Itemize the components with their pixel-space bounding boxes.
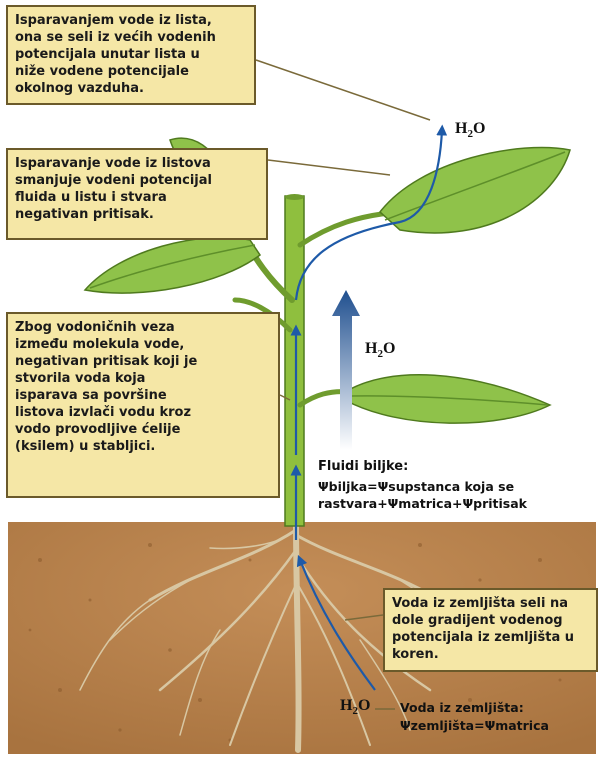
callout-hydrogen-bonds: Zbog vodoničnih veza između molekula vod… (6, 312, 280, 498)
callout-leaf-evaporation: Isparavanjem vode iz lista, ona se seli … (6, 5, 256, 105)
upper-left-leaf (85, 237, 260, 293)
h2o-label-soil: H2O (340, 697, 370, 717)
upward-water-arrow-icon (332, 290, 360, 450)
upper-right-leaf (380, 148, 570, 233)
h2o-label-middle: H2O (365, 340, 395, 360)
h2o-label-top: H2O (455, 120, 485, 140)
soil-water-title: Voda iz zemljišta: (400, 699, 524, 716)
callout-leaf-pressure: Isparavanje vode iz listova smanjuje vod… (6, 148, 268, 240)
soil-water-formula: Ψzemljišta=Ψmatrica (400, 717, 549, 734)
middle-right-leaf (345, 375, 550, 423)
plant-fluids-formula: Ψbiljka=Ψsupstanca koja se rastvara+Ψmat… (318, 478, 527, 512)
callout-soil-water-gradient: Voda iz zemljišta seli na dole gradijent… (383, 588, 598, 672)
plant-fluids-title: Fluidi biljke: (318, 458, 408, 475)
